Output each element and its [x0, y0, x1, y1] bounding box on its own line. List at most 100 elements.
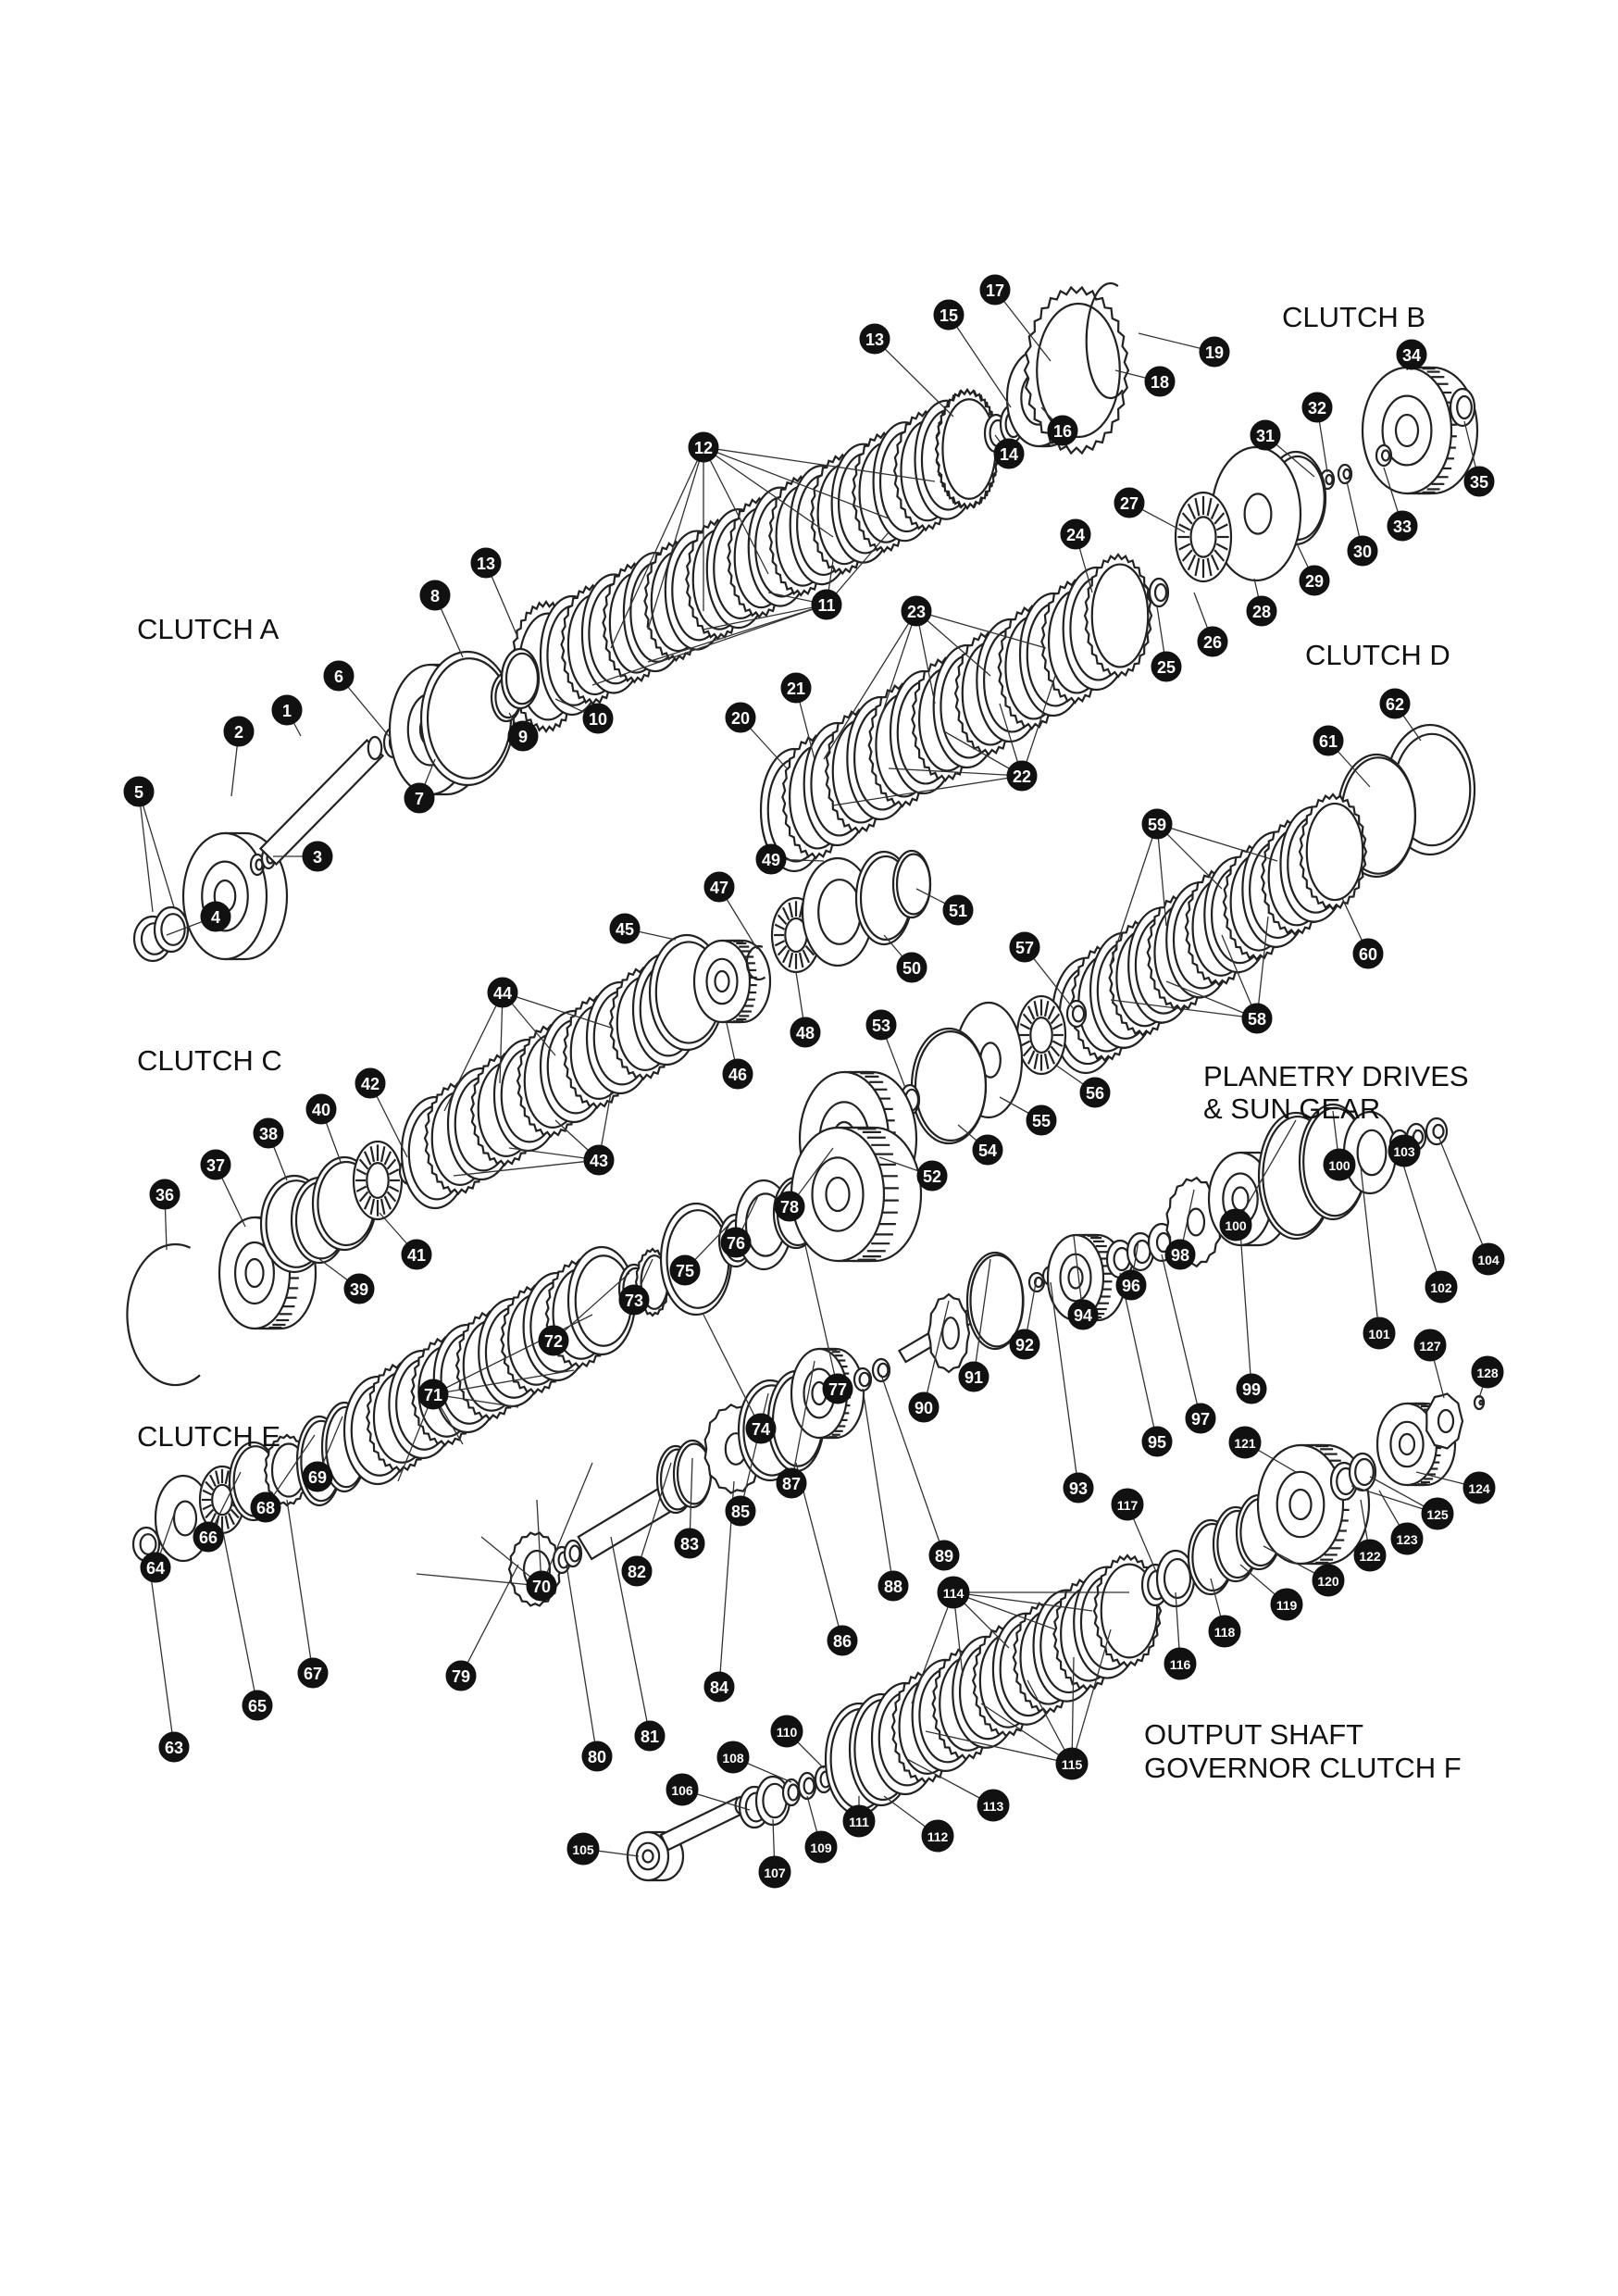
callout-number-121: 121: [1234, 1436, 1256, 1451]
callout-circle-127: [1413, 1329, 1447, 1362]
part-41-roller-8: [358, 1191, 369, 1203]
leader-70-0: [416, 1573, 542, 1587]
callout-number-95: 95: [1148, 1433, 1166, 1452]
part-27-inner: [1189, 516, 1217, 558]
clutch-b-stack-disc-15-inner: [1090, 563, 1150, 668]
callout-badge-64: 64: [140, 1552, 171, 1583]
callout-circle-88: [877, 1570, 909, 1602]
part-121-face: [1256, 1443, 1345, 1566]
callout-circle-75: [669, 1254, 701, 1286]
leader-113-0: [906, 1758, 994, 1806]
callout-circle-32: [1301, 392, 1333, 423]
part-41-roller-7: [363, 1195, 372, 1210]
part-30-inner: [1342, 468, 1351, 480]
callout-number-51: 51: [949, 902, 967, 920]
callout-number-35: 35: [1470, 473, 1488, 492]
part-46-bore: [714, 969, 730, 993]
part-56-roller-16: [1043, 1001, 1050, 1017]
part-124-bore: [1398, 1432, 1416, 1456]
part-56-roller-18: [1050, 1013, 1061, 1025]
callout-badge-42: 42: [355, 1067, 386, 1099]
callout-number-45: 45: [616, 920, 634, 939]
callout-circle-52: [916, 1160, 948, 1192]
callout-circle-45: [609, 913, 641, 944]
callout-number-38: 38: [259, 1125, 278, 1143]
part-41-roller-18: [386, 1158, 397, 1170]
callout-number-25: 25: [1157, 658, 1176, 677]
leader-72-0: [553, 1272, 630, 1341]
part-27-roller-9: [1178, 543, 1191, 551]
part-80b-inner: [568, 1544, 581, 1563]
part-41-roller-12: [358, 1158, 369, 1170]
callout-number-77: 77: [828, 1380, 847, 1399]
part-56-roller-7: [1027, 1050, 1036, 1065]
callout-badge-110: 110: [770, 1715, 803, 1748]
part-25-inner: [1153, 582, 1168, 603]
callout-badge-89: 89: [928, 1540, 960, 1571]
callout-number-4: 4: [211, 908, 220, 927]
part-13a-inner: [504, 652, 540, 705]
part-18-teeth: [1023, 285, 1130, 455]
planetary-title-line1: PLANETRY DRIVES: [1203, 1060, 1469, 1092]
leader-59-1: [1156, 823, 1167, 927]
leader-88-0: [862, 1388, 894, 1587]
part-46: [692, 939, 772, 1024]
callout-number-70: 70: [532, 1578, 551, 1596]
callout-number-30: 30: [1353, 543, 1372, 561]
callout-number-10: 10: [589, 710, 607, 729]
part-65-roller-4: [224, 1515, 230, 1529]
callout-circle-51: [942, 894, 974, 926]
callout-badge-116: 116: [1164, 1647, 1197, 1680]
callout-circle-79: [445, 1660, 477, 1691]
callout-number-52: 52: [923, 1167, 941, 1186]
callout-circle-34: [1396, 339, 1427, 370]
callout-circle-77: [822, 1373, 853, 1404]
leader-59-3: [1156, 823, 1278, 862]
part-41-roller-17: [383, 1151, 392, 1166]
callout-badge-62: 62: [1379, 688, 1411, 719]
callout-number-2: 2: [234, 723, 243, 742]
part-54-inner: [914, 1029, 988, 1142]
callout-circle-101: [1363, 1316, 1396, 1350]
callout-number-99: 99: [1242, 1380, 1261, 1399]
leader-22-4: [1021, 675, 1056, 777]
part-124-hub: [1389, 1420, 1425, 1468]
part-19: [1085, 281, 1124, 400]
part-13a: [500, 647, 541, 710]
part-28-inner: [1243, 493, 1273, 535]
leader-87-0: [790, 1360, 815, 1484]
callout-badge-122: 122: [1353, 1539, 1387, 1572]
callout-badge-76: 76: [720, 1227, 752, 1258]
callout-circle-13: [470, 547, 502, 579]
callout-badge-58: 58: [1241, 1003, 1273, 1034]
callout-number-84: 84: [710, 1678, 728, 1697]
leader-58-0: [1110, 999, 1258, 1019]
callout-circle-107: [758, 1855, 791, 1889]
callout-circle-1: [271, 694, 303, 726]
callout-circle-85: [725, 1495, 756, 1527]
clutch-b-stack-disc-15-teeth: [1083, 553, 1153, 679]
callout-number-61: 61: [1319, 732, 1338, 751]
callout-circle-46: [722, 1058, 753, 1090]
callout-circle-114: [937, 1576, 970, 1609]
part-27-roller-13: [1187, 503, 1197, 520]
callout-number-124: 124: [1468, 1481, 1490, 1496]
callout-number-108: 108: [722, 1751, 744, 1766]
callout-number-74: 74: [752, 1420, 770, 1439]
callout-badge-37: 37: [200, 1149, 231, 1180]
callout-number-33: 33: [1393, 518, 1412, 536]
callout-badge-125: 125: [1421, 1497, 1454, 1530]
callout-number-47: 47: [710, 879, 728, 897]
callout-circle-40: [305, 1093, 337, 1125]
leader-11-5: [826, 531, 890, 605]
part-36: [126, 1242, 201, 1387]
callout-badge-113: 113: [977, 1789, 1010, 1822]
callout-number-49: 49: [762, 851, 780, 869]
callout-badge-115: 115: [1055, 1747, 1089, 1780]
callout-circle-113: [977, 1789, 1010, 1822]
callout-badge-101: 101: [1363, 1316, 1396, 1350]
callouts: 1234567891011121313141516171819202122232…: [123, 274, 1505, 1889]
part-104-inner: [1432, 1123, 1445, 1140]
part-27-roller-4: [1206, 557, 1213, 577]
leader-97-0: [1161, 1254, 1201, 1419]
